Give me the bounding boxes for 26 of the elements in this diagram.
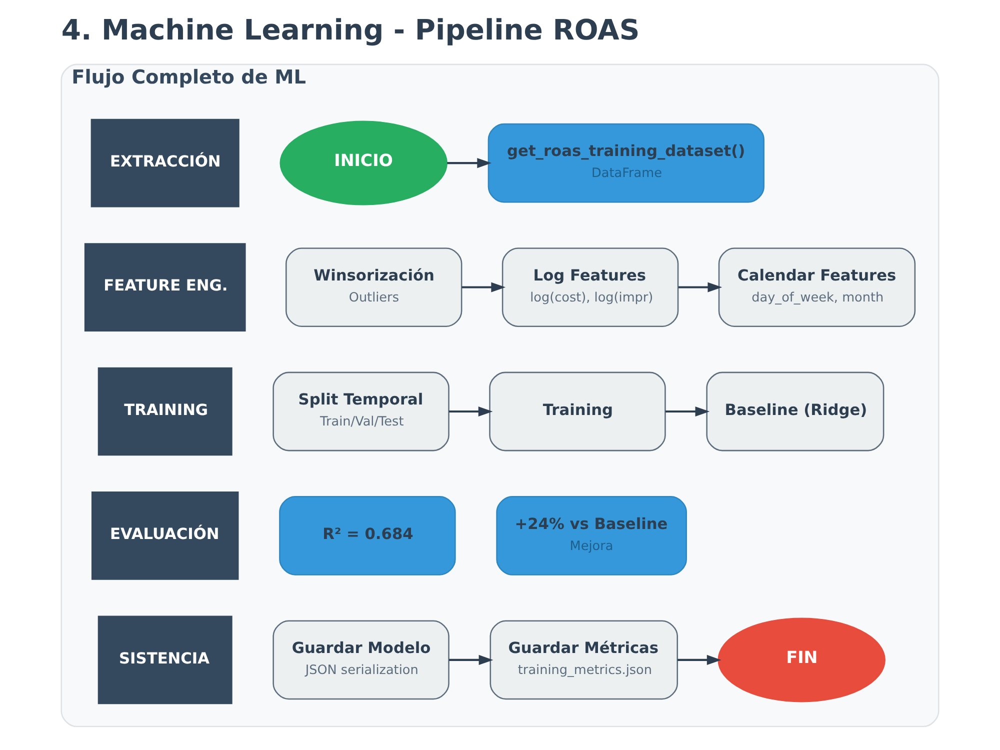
arrow [448, 406, 493, 417]
arrow [677, 654, 722, 665]
arrow [666, 406, 710, 417]
node-box: R² = 0.684 [279, 496, 456, 576]
node-box: SISTENCIA [98, 616, 232, 704]
diagram-title: 4. Machine Learning - Pipeline ROAS [61, 14, 640, 47]
arrow [448, 654, 494, 665]
node-box: FEATURE ENG. [84, 243, 246, 332]
node-box: get_roas_training_dataset() DataFrame [488, 123, 764, 203]
node-box: Calendar Features day_of_week, month [718, 248, 916, 327]
node-ellipse: INICIO [280, 120, 448, 206]
node-box: Guardar Modelo JSON serialization [272, 620, 450, 700]
node-box: Guardar Métricas training_metrics.json [490, 620, 678, 700]
node-box: Log Features log(cost), log(impr) [502, 248, 679, 327]
arrow [462, 282, 506, 292]
arrow [447, 158, 492, 168]
node-box: Winsorización Outliers [285, 248, 462, 327]
node-box: TRAINING [98, 367, 232, 456]
arrow [678, 282, 722, 292]
node-box: +24% vs Baseline Mejora [496, 496, 687, 576]
node-box: Split Temporal Train/Val/Test [272, 372, 450, 452]
node-box: Baseline (Ridge) [706, 372, 884, 452]
node-box: EVALUACIÓN [91, 492, 239, 580]
node-ellipse: FIN [718, 618, 886, 702]
node-box: Training [489, 372, 666, 452]
node-box: EXTRACCIÓN [90, 118, 240, 208]
